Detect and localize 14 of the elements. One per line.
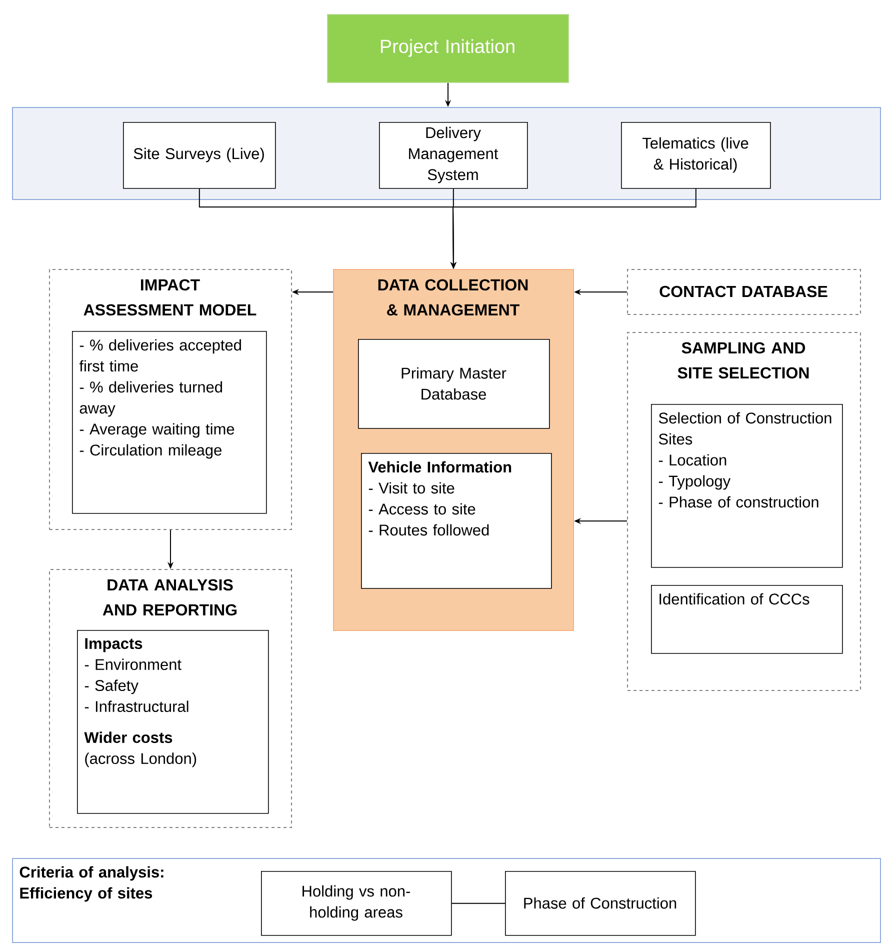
- database-box: Primary Master Database: [358, 339, 550, 429]
- info-box: Vehicle Information - Visit to site - Access to site - Routes followed: [361, 453, 552, 589]
- info-box: Identification of CCCs: [651, 585, 843, 654]
- info-box: Impacts - Environment - Safety - Infrastructural Wider costs (across London): [77, 630, 269, 814]
- process-box: Telematics (live & Historical): [621, 122, 771, 189]
- project-box: Project Initiation: [327, 14, 569, 83]
- connector-line: [451, 902, 506, 904]
- process-box: Delivery Management System: [379, 122, 528, 189]
- dashed-panel: CONTACT DATABASE: [627, 269, 861, 315]
- process-box: Phase of Construction: [505, 871, 696, 936]
- info-box: - % deliveries accepted first time - % deliveries turned away - Average waiting time - Circulation mileage: [72, 331, 267, 514]
- process-box: Holding vs non-holding areas: [261, 871, 452, 936]
- info-box: Selection of Construction Sites - Location - Typology - Phase of construction: [651, 404, 843, 568]
- process-box: Site Surveys (Live): [123, 122, 276, 189]
